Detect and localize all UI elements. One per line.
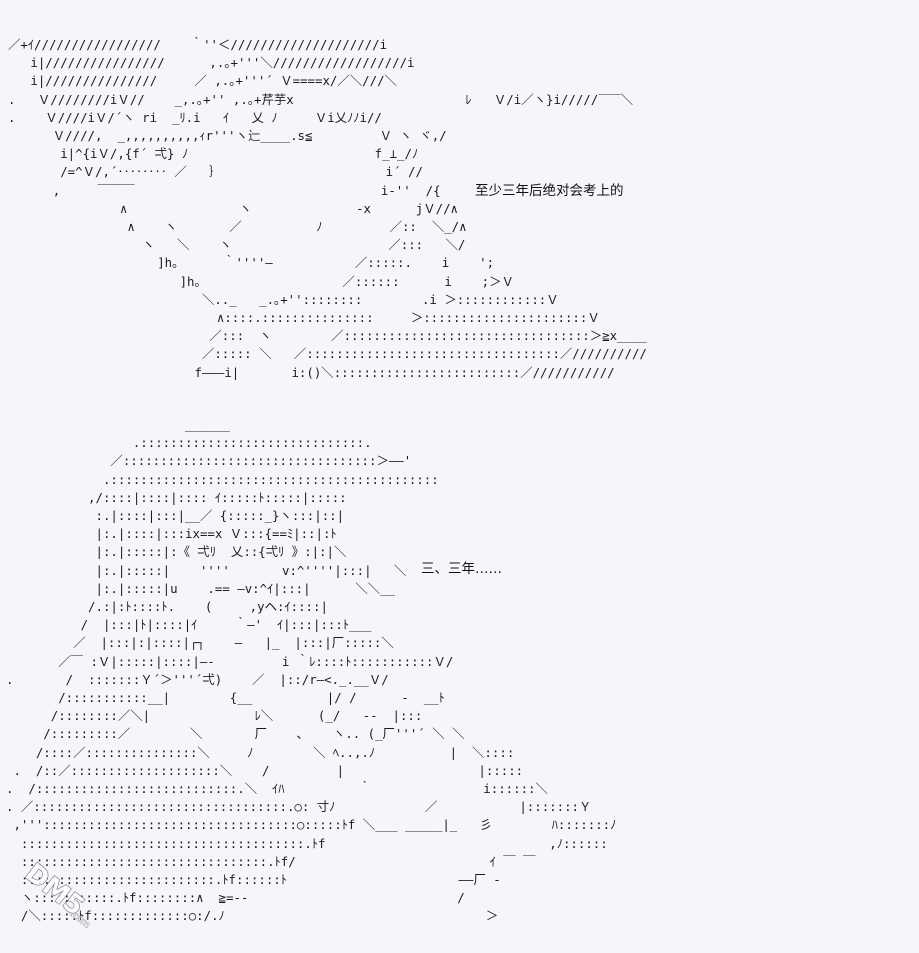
dm5-watermark-icon: DM5 .com	[19, 857, 92, 931]
ascii-art-bottom-panel: ______ .::::::::::::::::::::::::::::::. …	[6, 417, 617, 924]
caption-bottom: 三、三年……	[421, 561, 502, 577]
caption-top: 至少三年后绝对会考上的	[475, 183, 624, 199]
ascii-art-top-panel: ／+ｲ///////////////// ｀''＜///////////////…	[8, 37, 647, 380]
